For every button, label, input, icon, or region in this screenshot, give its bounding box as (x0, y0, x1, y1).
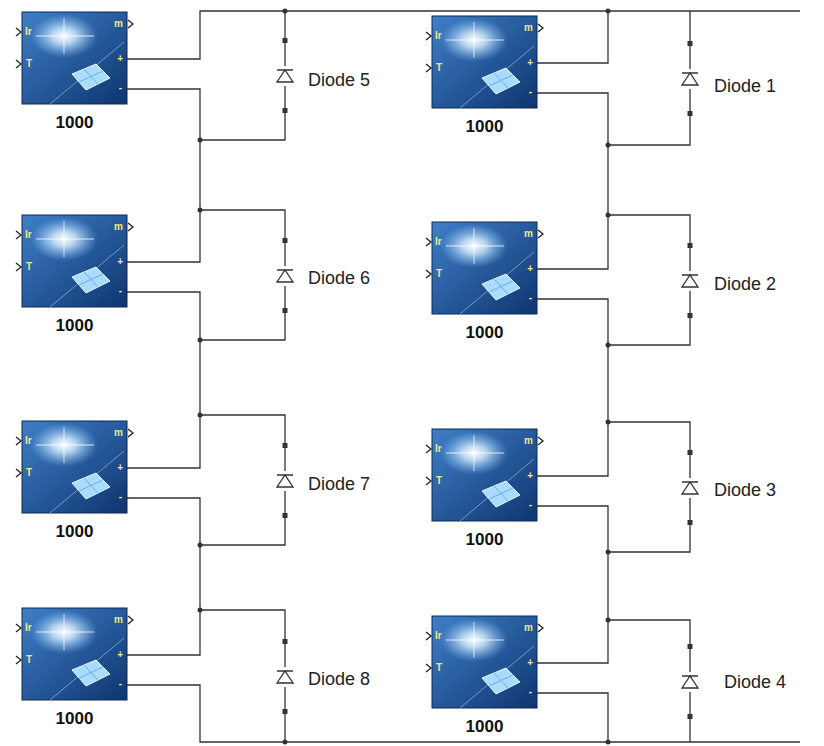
pv-module-icon (432, 16, 537, 108)
pv-module-block: IrTm+-1000 (22, 215, 127, 307)
pv-module-icon (22, 215, 127, 307)
pv-module-block: IrTm+-1000 (22, 12, 127, 104)
pv-module-block: IrTm+-1000 (22, 608, 127, 700)
input-port-label: Ir (25, 623, 32, 633)
junction-dot (198, 9, 611, 745)
irradiance-value: 1000 (56, 710, 94, 727)
output-port-label: m (524, 229, 533, 239)
wire-connector (127, 498, 200, 655)
input-port-label: Ir (435, 631, 442, 641)
irradiance-value: 1000 (466, 718, 504, 735)
wire-connector (127, 89, 200, 262)
diode-label: Diode 2 (714, 275, 776, 293)
input-port-label: T (436, 63, 442, 73)
output-port-label: m (114, 19, 123, 29)
input-port-label: Ir (435, 31, 442, 41)
input-port-label: T (436, 476, 442, 486)
pv-module-block: IrTm+-1000 (432, 616, 537, 708)
output-port-label: m (114, 615, 123, 625)
terminal-label: + (117, 257, 123, 267)
wire-connector (537, 299, 608, 476)
output-port-label: m (114, 222, 123, 232)
terminal-label: - (119, 679, 122, 689)
diode-label: Diode 5 (308, 71, 370, 89)
terminal-label: - (119, 286, 122, 296)
terminal-label: + (527, 58, 533, 68)
terminal-label: - (119, 492, 122, 502)
input-port-label: T (26, 59, 32, 69)
input-port-label: T (26, 262, 32, 272)
irradiance-value: 1000 (466, 324, 504, 341)
irradiance-value: 1000 (466, 118, 504, 135)
diode-label: Diode 7 (308, 475, 370, 493)
pv-module-icon (22, 12, 127, 104)
output-port-label: m (524, 436, 533, 446)
terminal-label: + (527, 264, 533, 274)
terminal-label: - (529, 500, 532, 510)
input-port-label: Ir (25, 436, 32, 446)
pv-module-icon (432, 616, 537, 708)
input-port-label: T (436, 663, 442, 673)
diode-label: Diode 4 (724, 673, 786, 691)
terminal-label: - (529, 687, 532, 697)
input-port-label: T (436, 269, 442, 279)
diode-label: Diode 3 (714, 481, 776, 499)
input-port-label: Ir (435, 237, 442, 247)
irradiance-value: 1000 (56, 523, 94, 540)
terminal-label: + (117, 54, 123, 64)
input-port-label: T (26, 655, 32, 665)
pv-module-block: IrTm+-1000 (22, 421, 127, 513)
pv-module-icon (432, 222, 537, 314)
irradiance-value: 1000 (56, 317, 94, 334)
terminal-label: - (529, 87, 532, 97)
terminal-label: + (527, 471, 533, 481)
diode-label: Diode 1 (714, 77, 776, 95)
pv-module-block: IrTm+-1000 (432, 222, 537, 314)
pv-module-block: IrTm+-1000 (432, 429, 537, 521)
wire-connector (537, 506, 608, 663)
pv-module-icon (22, 421, 127, 513)
input-port-label: Ir (25, 230, 32, 240)
output-port-label: m (524, 623, 533, 633)
pv-module-block: IrTm+-1000 (432, 16, 537, 108)
wire-connector (537, 93, 608, 269)
terminal-label: - (529, 293, 532, 303)
terminal-label: + (117, 463, 123, 473)
irradiance-value: 1000 (56, 114, 94, 131)
terminal-label: - (119, 83, 122, 93)
input-port-label: Ir (435, 444, 442, 454)
input-port-label: T (26, 468, 32, 478)
pv-module-icon (432, 429, 537, 521)
output-port-label: m (524, 23, 533, 33)
diode-label: Diode 8 (308, 670, 370, 688)
terminal-label: + (527, 658, 533, 668)
terminal-label: + (117, 650, 123, 660)
irradiance-value: 1000 (466, 531, 504, 548)
pv-module-icon (22, 608, 127, 700)
diode-symbol (277, 38, 698, 719)
input-port-label: Ir (25, 27, 32, 37)
output-port-label: m (114, 428, 123, 438)
diode-label: Diode 6 (308, 269, 370, 287)
wire-connector (127, 292, 200, 468)
